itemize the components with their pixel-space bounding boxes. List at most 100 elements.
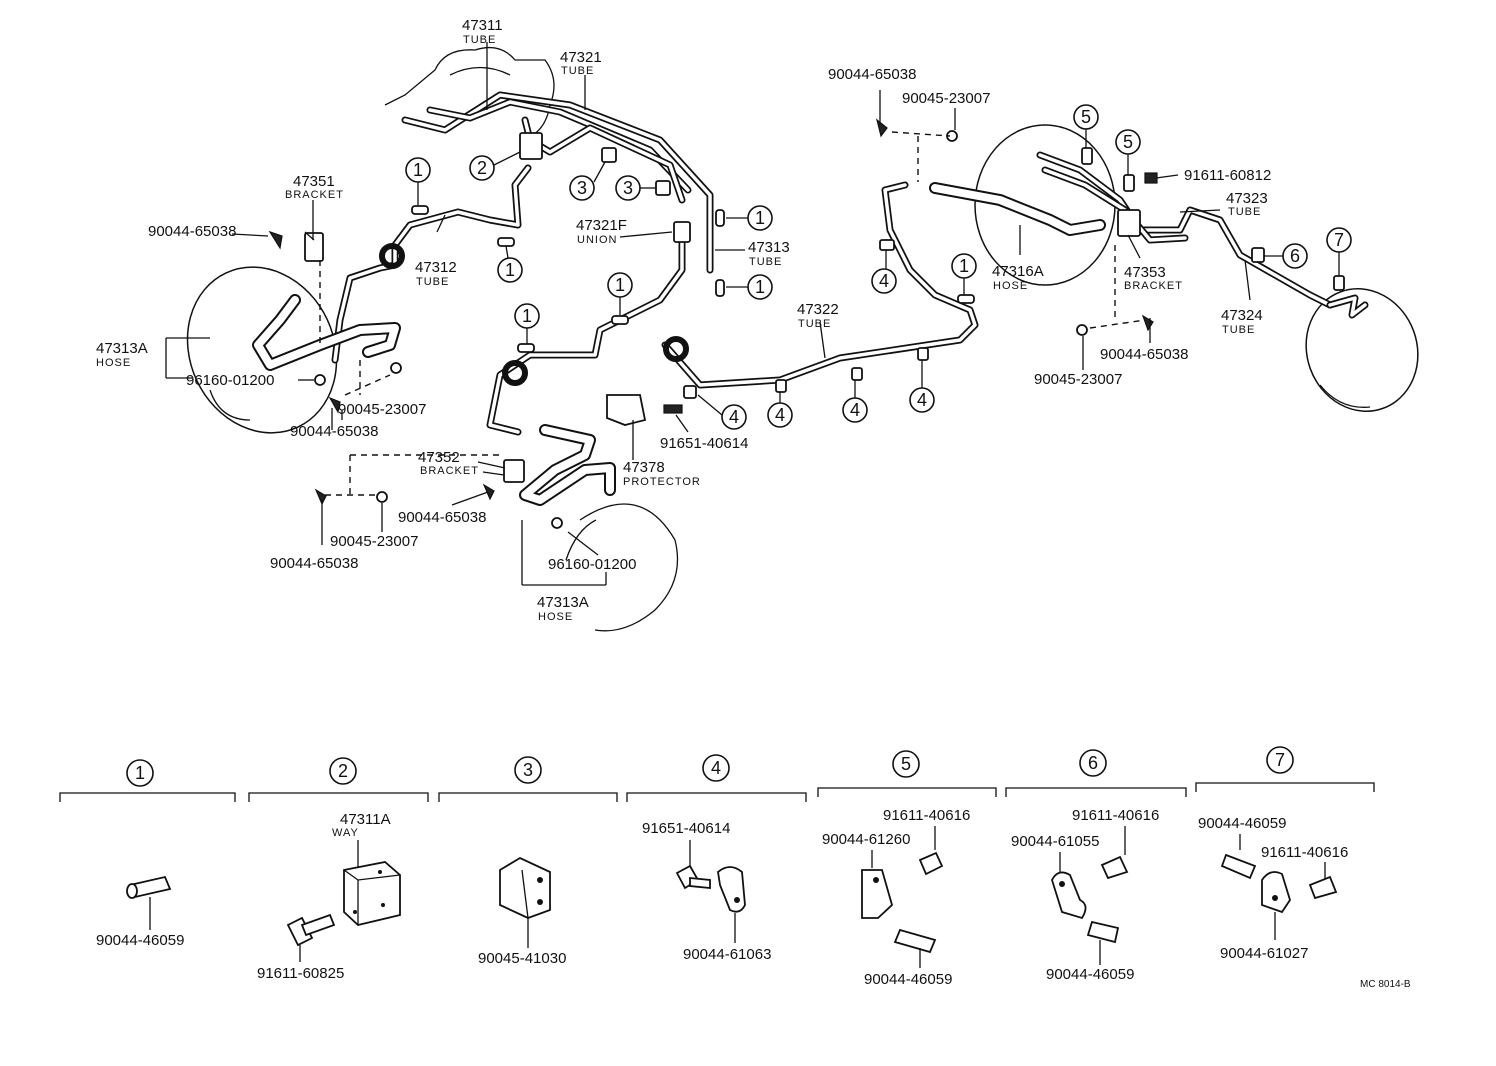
tube-network [331, 91, 1369, 436]
legend-group-1: 1 90044-46059 [59, 759, 236, 949]
clip-part [675, 864, 746, 913]
label-47378-sub: PROTECTOR [623, 476, 701, 488]
callout-6: 6 [1264, 243, 1308, 269]
label-90045-23007-b: 90045-23007 [330, 533, 418, 550]
label-47311: 47311 [462, 17, 503, 34]
callout-1-c: 1 [497, 245, 523, 283]
svg-text:3: 3 [523, 760, 533, 780]
bolt-part [286, 913, 336, 947]
label-90045-23007-a: 90045-23007 [338, 401, 426, 418]
label-47313a-left-sub: HOSE [96, 357, 131, 369]
legend-group-4: 4 91651-40614 90044-61063 [626, 754, 807, 963]
label-47378: 47378 [623, 459, 665, 476]
label-47322: 47322 [797, 301, 839, 318]
label-90044-65038-a: 90044-65038 [148, 223, 236, 240]
callout-1-f: 1 [514, 303, 540, 344]
callout-4-c: 4 [767, 392, 793, 428]
label-90045-23007-c: 90045-23007 [902, 90, 990, 107]
legend-7-bottom-label: 90044-61027 [1220, 945, 1308, 962]
label-47351: 47351 [293, 173, 335, 190]
left-front-brake-drum [186, 266, 338, 434]
right-rear-brake-drum [1305, 288, 1419, 412]
callout-circles: 1 2 3 3 1 1 1 1 1 4 1 4 4 4 4 5 5 6 7 [405, 104, 1352, 430]
label-47321-sub: TUBE [561, 65, 594, 77]
label-90045-23007-d: 90045-23007 [1034, 371, 1122, 388]
callout-4-d: 4 [842, 380, 868, 423]
svg-text:5: 5 [1081, 107, 1091, 127]
label-47313-sub: TUBE [749, 256, 782, 268]
legend-group-3: 3 90045-41030 [438, 756, 618, 967]
callout-1-b: 1 [726, 205, 773, 231]
leader-lines [165, 42, 1251, 586]
label-90044-65038-f: 90044-65038 [1100, 346, 1188, 363]
legend-group-2: 2 47311A WAY 91611-60825 [248, 757, 429, 982]
label-90044-65038-e: 90044-65038 [828, 66, 916, 83]
label-90044-65038-b: 90044-65038 [290, 423, 378, 440]
callout-1-d: 1 [726, 274, 773, 300]
legend-1-label: 90044-46059 [96, 932, 184, 949]
callout-1-g: 1 [951, 253, 977, 295]
svg-text:1: 1 [755, 208, 765, 228]
callout-3-b: 3 [615, 175, 656, 201]
svg-text:2: 2 [338, 761, 348, 781]
label-47323: 47323 [1226, 190, 1268, 207]
callout-4-e: 4 [909, 360, 935, 413]
legend-7-mid-label: 91611-40616 [1261, 844, 1348, 861]
callout-2: 2 [469, 151, 521, 181]
legend-2-label: 91611-60825 [257, 965, 344, 982]
svg-text:7: 7 [1334, 230, 1344, 250]
svg-text:3: 3 [623, 178, 633, 198]
svg-text:1: 1 [522, 306, 532, 326]
callout-4-a: 4 [871, 250, 897, 294]
label-47313a-left: 47313A [96, 340, 148, 357]
label-91651-40614-a: 91651-40614 [660, 435, 748, 452]
clip-b-part [1051, 855, 1129, 944]
label-47351-sub: BRACKET [285, 189, 344, 201]
label-47324: 47324 [1221, 307, 1263, 324]
label-47311a-sub: WAY [332, 827, 359, 839]
svg-text:4: 4 [729, 407, 739, 427]
svg-text:4: 4 [879, 271, 889, 291]
legend-4-bottom-label: 90044-61063 [683, 946, 771, 963]
legend-5-top-label: 91611-40616 [883, 807, 970, 824]
svg-text:1: 1 [959, 256, 969, 276]
svg-text:6: 6 [1290, 246, 1300, 266]
svg-text:4: 4 [775, 405, 785, 425]
callout-5-b: 5 [1115, 129, 1141, 175]
label-47324-sub: TUBE [1222, 324, 1255, 336]
legend-group-5: 5 91611-40616 90044-61260 90044-46059 [817, 750, 997, 988]
svg-text:4: 4 [917, 390, 927, 410]
pin-part [126, 875, 172, 899]
label-47311-sub: TUBE [463, 34, 496, 46]
callout-5-a: 5 [1073, 104, 1099, 148]
legend-6-top-label: 91611-40616 [1072, 807, 1159, 824]
label-47311a: 47311A [340, 811, 391, 828]
callout-1-a: 1 [405, 157, 431, 205]
way-block-part [343, 861, 401, 926]
hardware [268, 118, 1345, 529]
svg-text:1: 1 [615, 275, 625, 295]
label-47352-sub: BRACKET [420, 465, 479, 477]
svg-text:7: 7 [1275, 750, 1285, 770]
callout-3-a: 3 [569, 161, 606, 201]
label-47353: 47353 [1124, 264, 1166, 281]
label-47322-sub: TUBE [798, 318, 831, 330]
callout-7: 7 [1326, 227, 1352, 276]
svg-text:2: 2 [477, 158, 487, 178]
part-labels: 47311 TUBE 47321 TUBE 47351 BRACKET 9004… [96, 17, 1271, 623]
legend-3-label: 90045-41030 [478, 950, 566, 967]
svg-text:3: 3 [577, 178, 587, 198]
label-47323-sub: TUBE [1228, 206, 1261, 218]
callout-4-b: 4 [697, 394, 747, 430]
label-47321f-sub: UNION [577, 234, 617, 246]
label-47321f: 47321F [576, 217, 627, 234]
label-47313: 47313 [748, 239, 790, 256]
svg-text:4: 4 [850, 400, 860, 420]
label-47316a-sub: HOSE [993, 280, 1028, 292]
svg-text:1: 1 [755, 277, 765, 297]
hoses [252, 182, 1106, 506]
bracket-part [861, 851, 944, 954]
label-47313a-bottom: 47313A [537, 594, 589, 611]
